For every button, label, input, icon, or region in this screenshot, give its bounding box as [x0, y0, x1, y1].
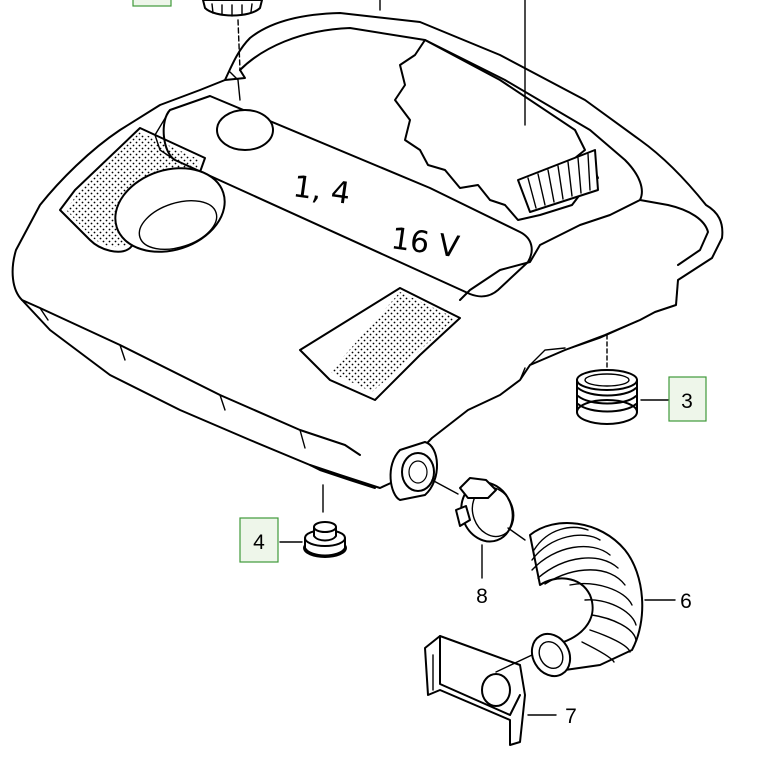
- callout-8-label: 8: [476, 585, 488, 608]
- part-8-hose-clamp: 8: [431, 477, 526, 608]
- leader-line-top-left: [237, 19, 241, 71]
- part-4-grommet: [279, 484, 347, 558]
- part-3-ring: [576, 334, 669, 425]
- callout-4: 4: [239, 517, 279, 563]
- callout-4-label: 4: [253, 531, 265, 554]
- callout-3: 3: [668, 376, 707, 422]
- callout-6-label: 6: [680, 590, 692, 613]
- callout-3-label: 3: [681, 390, 693, 413]
- callout-7-label: 7: [565, 705, 577, 728]
- engine-size-label: 1, 4: [291, 169, 353, 212]
- part-6-hose: 6: [529, 522, 692, 678]
- callout-box-partial: [132, 0, 172, 7]
- engine-cover: 1, 4 16 V: [11, 12, 724, 501]
- part-7-bracket: 7: [424, 635, 577, 746]
